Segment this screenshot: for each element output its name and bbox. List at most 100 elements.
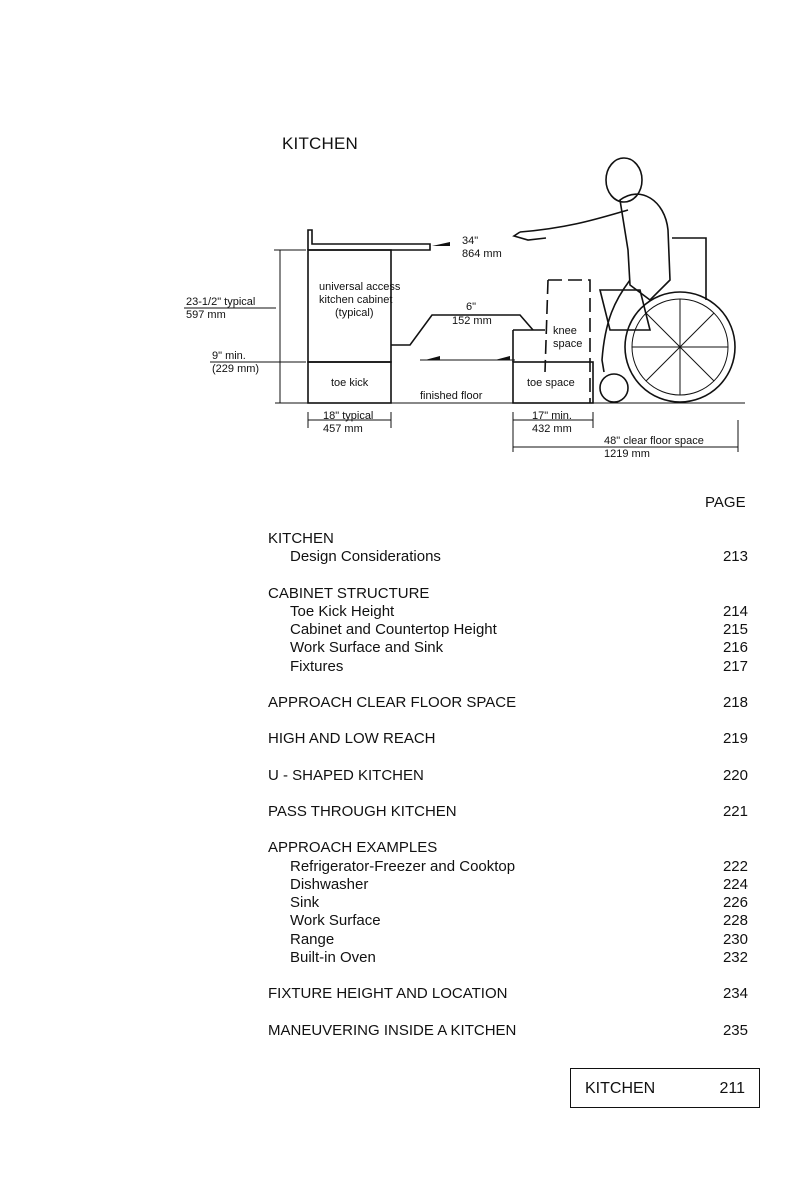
toc-subentry: Built-in Oven 232 xyxy=(268,949,748,967)
toc-entry: FIXTURE HEIGHT AND LOCATION 234 xyxy=(268,985,748,1003)
toc-entry-label: Refrigerator-Freezer and Cooktop xyxy=(290,857,516,875)
toc-entry: KITCHEN xyxy=(268,530,748,548)
toc-entry-label: HIGH AND LOW REACH xyxy=(268,730,436,748)
height-inches-label: 23-1/2" typical xyxy=(186,296,255,308)
cabinet-label-line3: (typical) xyxy=(335,307,374,319)
toc-entry-label: Dishwasher xyxy=(290,875,369,893)
toc-entry-label: KITCHEN xyxy=(268,530,334,547)
kick-mm-label: (229 mm) xyxy=(212,363,259,375)
toc-entry-page: 214 xyxy=(722,602,748,620)
toc-entry: APPROACH EXAMPLES xyxy=(268,839,748,857)
depth-mm-label: 457 mm xyxy=(323,423,363,435)
toc-subentry: Work Surface and Sink 216 xyxy=(268,639,748,657)
knee-label-line2: space xyxy=(553,338,582,350)
footer-section-label: KITCHEN xyxy=(585,1080,656,1097)
footer-page-number: 211 xyxy=(719,1080,745,1097)
toc-entry-page: 216 xyxy=(722,639,748,657)
cabinet-label-line2: kitchen cabinet xyxy=(319,294,392,306)
toc-entry: PASS THROUGH KITCHEN 221 xyxy=(268,803,748,821)
toc-page-header: PAGE xyxy=(705,494,746,511)
cabinet-label-line1: universal access xyxy=(319,281,401,293)
countertop xyxy=(307,229,431,251)
toc-entry-page: 235 xyxy=(722,1021,748,1039)
toc-entry-label: Toe Kick Height xyxy=(290,602,395,620)
reach-mm-label: 864 mm xyxy=(462,248,502,260)
toc-entry: CABINET STRUCTURE xyxy=(268,585,748,603)
toc-entry-label: Fixtures xyxy=(290,657,344,675)
toc-subentry: Dishwasher 224 xyxy=(268,876,748,894)
toc-subentry: Range 230 xyxy=(268,931,748,949)
toc-entry: MANEUVERING INSIDE A KITCHEN 235 xyxy=(268,1022,748,1040)
toc-entry-page: 213 xyxy=(722,548,748,566)
toc-subentry: Design Considerations 213 xyxy=(268,548,748,566)
toc-subentry: Sink 226 xyxy=(268,894,748,912)
knee-label-line1: knee xyxy=(553,325,577,337)
toc-entry-page: 221 xyxy=(722,802,748,820)
kick-inches-label: 9" min. xyxy=(212,350,246,362)
toc-entry-label: Sink xyxy=(290,894,320,912)
kitchen-cabinet-diagram: 34" 864 mm universal access kitchen cabi… xyxy=(184,157,745,460)
clear-space-inches-label: 48" clear floor space xyxy=(604,435,704,447)
toc-entry-page: 215 xyxy=(722,621,748,639)
six-inches-label: 6" xyxy=(466,301,476,313)
toc-section: PASS THROUGH KITCHEN 221 xyxy=(268,803,748,821)
finished-floor-label: finished floor xyxy=(420,390,483,402)
toe-kick-block xyxy=(307,361,392,404)
clear-space-mm-label: 1219 mm xyxy=(604,448,650,460)
toc-entry-label: APPROACH EXAMPLES xyxy=(268,839,438,857)
toc-entry-label: Work Surface and Sink xyxy=(290,639,444,657)
wheelchair-user-figure xyxy=(512,157,736,403)
footer-page-box: KITCHEN 211 xyxy=(570,1068,760,1108)
toc-entry-label: Cabinet and Countertop Height xyxy=(290,621,497,639)
toc-section: MANEUVERING INSIDE A KITCHEN 235 xyxy=(268,1022,748,1040)
toc-entry-page: 228 xyxy=(722,912,748,930)
toc-entry-page: 226 xyxy=(722,894,748,912)
toc-entry-page: 232 xyxy=(722,949,748,967)
toc-entry-label: Built-in Oven xyxy=(290,949,376,967)
reach-inches-label: 34" xyxy=(462,235,478,247)
toc-entry-page: 219 xyxy=(722,730,748,748)
toc-subentry: Refrigerator-Freezer and Cooktop 222 xyxy=(268,858,748,876)
six-mm-label: 152 mm xyxy=(452,315,492,327)
toc-section: APPROACH CLEAR FLOOR SPACE 218 xyxy=(268,694,748,712)
toc-subentry: Work Surface 228 xyxy=(268,912,748,930)
toc-entry-page: 217 xyxy=(722,657,748,675)
toc-subentry: Fixtures 217 xyxy=(268,658,748,676)
toc-entry-label: Design Considerations xyxy=(290,548,441,566)
toc-subentry: Cabinet and Countertop Height 215 xyxy=(268,621,748,639)
toc-subentry: Toe Kick Height 214 xyxy=(268,603,748,621)
toc-entry-label: PASS THROUGH KITCHEN xyxy=(268,802,457,820)
panel-outline xyxy=(391,314,534,346)
page-title: KITCHEN xyxy=(282,134,359,153)
toc-entry-label: CABINET STRUCTURE xyxy=(268,584,430,602)
toc-entry: U - SHAPED KITCHEN 220 xyxy=(268,767,748,785)
toc-section: HIGH AND LOW REACH 219 xyxy=(268,730,748,748)
depth-inches-label: 18" typical xyxy=(323,410,373,422)
toc-entry-page: 220 xyxy=(722,766,748,784)
knee-space-outline xyxy=(548,279,591,403)
toe-depth-inches-label: 17" min. xyxy=(532,410,572,422)
toc-entry-page: 222 xyxy=(722,857,748,875)
toe-depth-mm-label: 432 mm xyxy=(532,423,572,435)
toc-entry-label: FIXTURE HEIGHT AND LOCATION xyxy=(268,985,508,1003)
toc-entry-label: Work Surface xyxy=(290,912,381,930)
toc-section: FIXTURE HEIGHT AND LOCATION 234 xyxy=(268,985,748,1003)
height-mm-label: 597 mm xyxy=(186,309,226,321)
toe-space-block xyxy=(512,361,594,404)
toc-entry-label: U - SHAPED KITCHEN xyxy=(268,766,424,784)
toc-entry-label: Range xyxy=(290,930,335,948)
toc-entry-label: MANEUVERING INSIDE A KITCHEN xyxy=(268,1021,517,1039)
toc-section: U - SHAPED KITCHEN 220 xyxy=(268,767,748,785)
toc-entry: HIGH AND LOW REACH 219 xyxy=(268,730,748,748)
toc-entry-page: 234 xyxy=(722,985,748,1003)
toc-entry-page: 218 xyxy=(722,694,748,712)
toe-kick-label: toe kick xyxy=(331,377,369,389)
toc-entry: APPROACH CLEAR FLOOR SPACE 218 xyxy=(268,694,748,712)
toc-entry-page: 224 xyxy=(722,875,748,893)
toc-entry-page: 230 xyxy=(722,930,748,948)
toc-entry-label: APPROACH CLEAR FLOOR SPACE xyxy=(268,694,517,712)
